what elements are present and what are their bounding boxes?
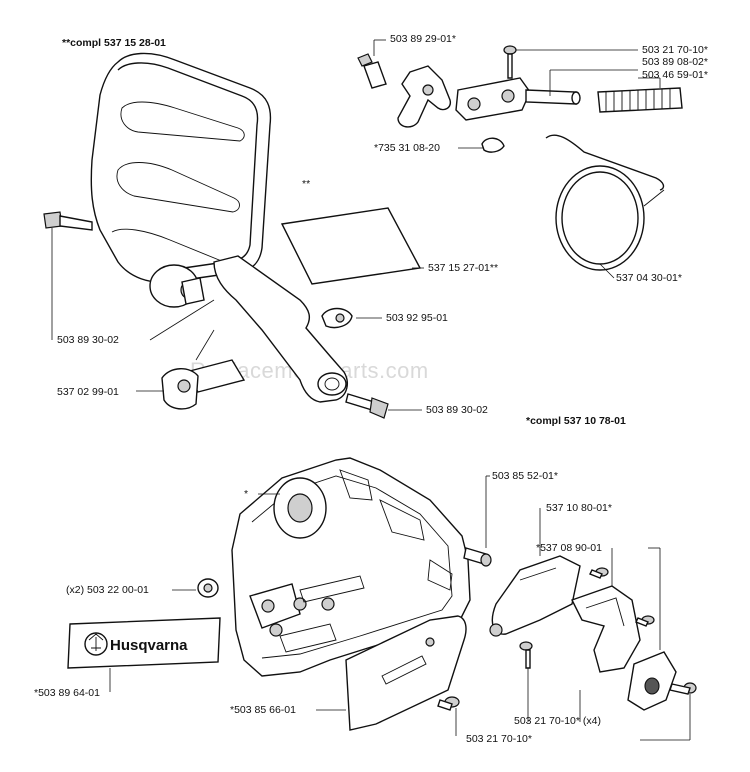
clip-503-92-95-01	[321, 307, 353, 329]
bracket-537-10-80-01	[489, 555, 581, 637]
chain-brake-handle	[90, 52, 348, 403]
label-503-85-52-01: 503 85 52-01*	[492, 470, 558, 482]
label-503-22-00-01: (x2) 503 22 00-01	[66, 584, 149, 596]
label-503-21-70-10-bottom: 503 21 70-10*	[466, 733, 532, 745]
decal-plate-537-15-27-01	[280, 207, 422, 285]
brake-linkage	[455, 77, 581, 121]
label-503-89-08-02: 503 89 08-02*	[642, 56, 708, 68]
screw-503-89-30-02-bottom	[345, 393, 389, 419]
label-503-21-70-10-x4: 503 21 70-10* (x4)	[514, 715, 601, 727]
screw-x4-c	[519, 641, 533, 669]
label-503-89-30-02-bottom: 503 89 30-02	[426, 404, 488, 416]
screw-x4-b	[635, 615, 655, 627]
spring-503-46-59-01	[597, 87, 683, 113]
label-537-10-80-01: 537 10 80-01*	[546, 502, 612, 514]
guard-537-08-90-01	[571, 585, 641, 673]
latch-537-02-99-01	[161, 359, 246, 410]
screw-503-21-70-10-top	[503, 45, 517, 79]
screw-503-89-30-02-left	[43, 211, 93, 231]
eclip-735-31-08-20	[481, 137, 505, 153]
label-537-08-90-01: *537 08 90-01	[536, 542, 602, 554]
label-503-85-66-01: *503 85 66-01	[230, 704, 296, 716]
label-735-31-08-20: *735 31 08-20	[374, 142, 440, 154]
label-503-92-95-01: 503 92 95-01	[386, 312, 448, 324]
screw-x4-a	[589, 567, 609, 579]
label-503-46-59-01: 503 46 59-01*	[642, 69, 708, 81]
screw-503-21-70-10-bottom	[437, 696, 460, 711]
label-double-star: **	[302, 178, 310, 190]
brake-lever	[397, 65, 452, 128]
label-single-star: *	[244, 488, 248, 500]
clutch-cover	[231, 457, 471, 677]
nut-503-22-00-01	[197, 578, 219, 598]
husqvarna-decal: Husqvarna	[67, 617, 221, 669]
label-503-89-64-01: *503 89 64-01	[34, 687, 100, 699]
label-compl-537-10-78-01: *compl 537 10 78-01	[526, 415, 626, 427]
label-503-89-29-01: 503 89 29-01*	[390, 33, 456, 45]
guide-plate-503-85-66-01	[345, 615, 467, 731]
chain-catcher	[627, 651, 677, 711]
pin-503-85-52-01	[463, 547, 492, 567]
label-503-89-30-02-left: 503 89 30-02	[57, 334, 119, 346]
label-537-15-27-01: 537 15 27-01**	[428, 262, 498, 274]
label-compl-537-15-28-01: **compl 537 15 28-01	[62, 37, 166, 49]
brake-band-537-04-30-01	[545, 134, 665, 271]
decal-text: Husqvarna	[110, 637, 188, 654]
husqvarna-crown-logo-icon	[84, 632, 108, 656]
screw-x4-d	[669, 682, 697, 695]
rivet-503-89-29-01	[357, 53, 387, 89]
label-537-02-99-01: 537 02 99-01	[57, 386, 119, 398]
label-503-21-70-10-top: 503 21 70-10*	[642, 44, 708, 56]
label-537-04-30-01: 537 04 30-01*	[616, 272, 682, 284]
